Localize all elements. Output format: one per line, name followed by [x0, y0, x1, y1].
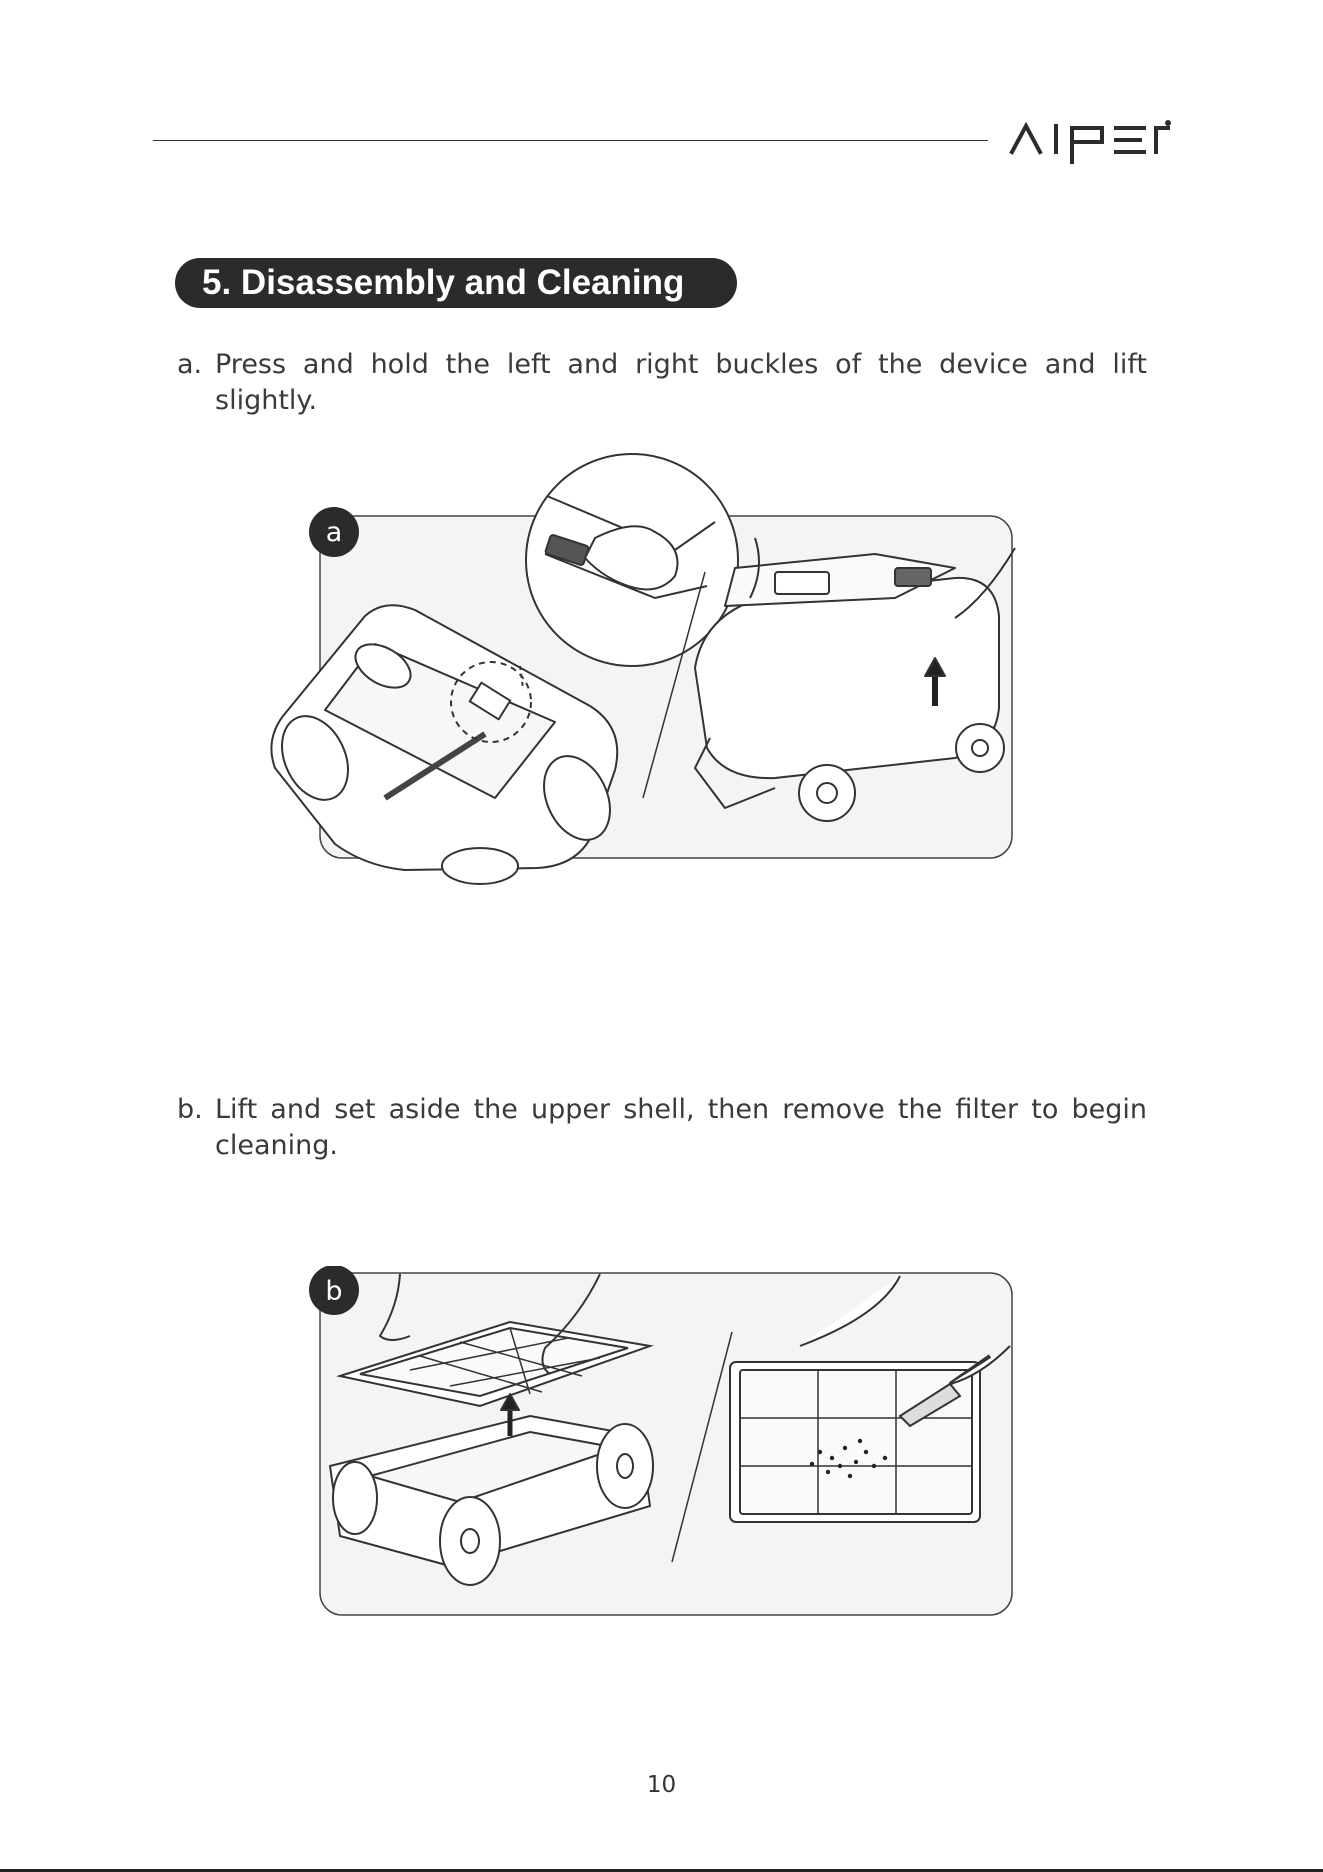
figure-a-badge-label: a — [326, 517, 343, 548]
step-a-line1: Press and hold the left and right buckle… — [215, 347, 1147, 383]
step-a-text: a. Press and hold the left and right buc… — [177, 347, 1147, 419]
figure-b-badge-label: b — [325, 1276, 342, 1307]
page-number: 10 — [0, 1772, 1323, 1798]
figure-a-illustration: a — [255, 448, 1035, 908]
header-rule — [153, 140, 988, 141]
figure-b-illustration: b — [300, 1266, 1020, 1626]
step-b-marker: b. — [177, 1092, 203, 1128]
step-a-marker: a. — [177, 347, 202, 383]
step-b-line2: cleaning. — [215, 1128, 1147, 1164]
step-a-line2: slightly. — [215, 383, 1147, 419]
aiper-logo — [1008, 116, 1171, 164]
step-b-text: b. Lift and set aside the upper shell, t… — [177, 1092, 1147, 1164]
section-title: 5. Disassembly and Cleaning — [175, 258, 737, 308]
step-b-line1: Lift and set aside the upper shell, then… — [215, 1092, 1147, 1128]
